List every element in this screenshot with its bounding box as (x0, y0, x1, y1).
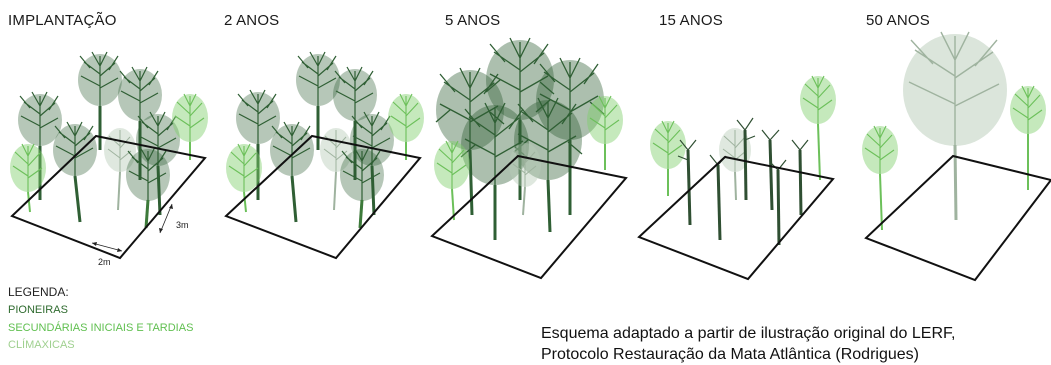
caption-line-1: Esquema adaptado a partir de ilustração … (541, 325, 956, 342)
stage-label-2-anos: 2 ANOS (224, 12, 280, 29)
legend-item-climaxicas: CLÍMAXICAS (8, 339, 75, 351)
tree-group-5-anos (433, 37, 624, 240)
tree-group-15-anos (649, 75, 837, 246)
legend-title: LEGENDA: (8, 285, 69, 299)
stage-label-15-anos: 15 ANOS (659, 12, 723, 29)
legend-item-pioneiras: PIONEIRAS (8, 304, 68, 316)
planting-plot-2-anos (224, 134, 422, 260)
stage-implantacao: 2m 3m (9, 51, 209, 267)
tree-group-2-anos (225, 51, 425, 229)
dimension-width-label: 2m (98, 257, 111, 267)
tree-group-50-anos (861, 31, 1047, 231)
planting-plot-15-anos (637, 155, 835, 281)
planting-plot-5-anos (430, 154, 628, 280)
legend-item-secundarias: SECUNDÁRIAS INICIAIS E TARDIAS (8, 322, 194, 334)
stage-2-anos (224, 51, 425, 260)
stage-5-anos (430, 37, 628, 280)
caption: Esquema adaptado a partir de ilustração … (541, 323, 1051, 365)
dimension-arrows (91, 203, 173, 252)
stage-label-5-anos: 5 ANOS (445, 12, 501, 29)
caption-line-2: Protocolo Restauração da Mata Atlântica … (541, 346, 919, 363)
stage-label-implantacao: IMPLANTAÇÃO (8, 12, 117, 29)
dimension-depth-label: 3m (176, 220, 189, 230)
tree-group-implantacao (9, 51, 209, 229)
stage-label-50-anos: 50 ANOS (866, 12, 930, 29)
planting-plot-implantacao (10, 134, 207, 260)
stage-15-anos (637, 75, 837, 281)
planting-plot-50-anos (864, 154, 1051, 282)
stage-50-anos (861, 31, 1051, 282)
